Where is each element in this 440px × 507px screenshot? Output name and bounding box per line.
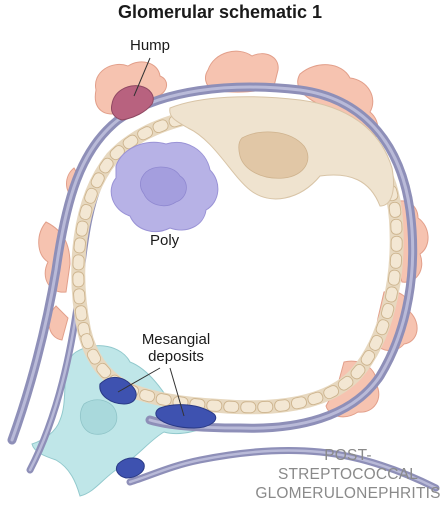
endothelial-bead — [240, 401, 257, 414]
deposit-left — [99, 377, 137, 405]
endothelial-nucleus — [238, 131, 309, 179]
endothelial-bead — [139, 389, 156, 403]
mesangial-nucleus — [80, 399, 118, 435]
label-mesangial-line2: deposits — [148, 348, 204, 365]
label-mesangial-line1: Mesangial — [141, 331, 211, 348]
bm-bottom-tail-highlight — [128, 449, 438, 490]
neutrophil-nucleus — [140, 166, 187, 207]
endothelial-bead — [337, 375, 354, 391]
deposit-bottom — [115, 457, 145, 479]
endothelial-bead — [137, 126, 153, 141]
caption-line1: POST- — [324, 447, 372, 464]
endothelial-bead — [99, 157, 114, 174]
endothelial-bead — [369, 334, 383, 351]
endothelial-bead — [72, 254, 85, 271]
endothelial-bead — [96, 362, 112, 379]
endothelial-bead — [390, 235, 403, 252]
endothelial-bead — [390, 218, 403, 235]
endothelial-bead — [75, 220, 89, 237]
endothelial-bead — [73, 288, 86, 305]
mesangial-deposits — [99, 377, 217, 479]
endothelial-bead — [274, 399, 291, 412]
endothelial-bead — [74, 305, 88, 322]
endothelial-bead — [223, 400, 240, 413]
endothelial-bead — [381, 303, 395, 319]
label-poly: Poly — [150, 232, 180, 249]
caption: POST- STREPTOCOCCAL GLOMERULONEPHRITIS — [253, 446, 440, 503]
caption-line3: GLOMERULONEPHRITIS — [255, 485, 440, 502]
basement-membrane — [7, 82, 440, 492]
endothelial-bead — [72, 271, 85, 288]
endothelial-bead — [80, 333, 94, 350]
endothelial-bead — [86, 348, 102, 365]
caption-line2: STREPTOCOCCAL — [277, 466, 419, 483]
endothelial-bead — [257, 400, 274, 413]
endothelial-bead — [155, 393, 172, 406]
endothelial-bead — [90, 172, 105, 189]
endothelial-bead — [152, 119, 169, 134]
endothelial-bead — [206, 399, 223, 412]
endothelial-bead — [290, 396, 307, 410]
endothelial-bead — [323, 385, 340, 400]
endothelial-bead — [73, 237, 86, 254]
endothelial-bead — [84, 187, 98, 204]
deposit-right — [155, 404, 217, 429]
hump-deposit — [111, 85, 154, 121]
endothelial-bead — [388, 201, 402, 218]
endothelial-bead — [79, 204, 93, 220]
endothelial-bead — [389, 252, 403, 269]
mesangial-leader-lines — [117, 367, 185, 417]
endothelial-bead — [387, 269, 401, 286]
bm-outer-highlight — [10, 85, 415, 442]
endothelial-bead — [350, 363, 366, 380]
endothelial-bead — [307, 391, 324, 406]
hump-leader-line — [133, 57, 151, 97]
label-hump: Hump — [130, 37, 171, 54]
endothelial-bead — [360, 350, 376, 366]
endothelial-bead — [385, 286, 398, 303]
endothelial-bead — [375, 319, 390, 336]
diagram-title: Glomerular schematic 1 — [117, 2, 323, 22]
label-mesangial-deposits: Mesangial deposits — [128, 331, 224, 365]
